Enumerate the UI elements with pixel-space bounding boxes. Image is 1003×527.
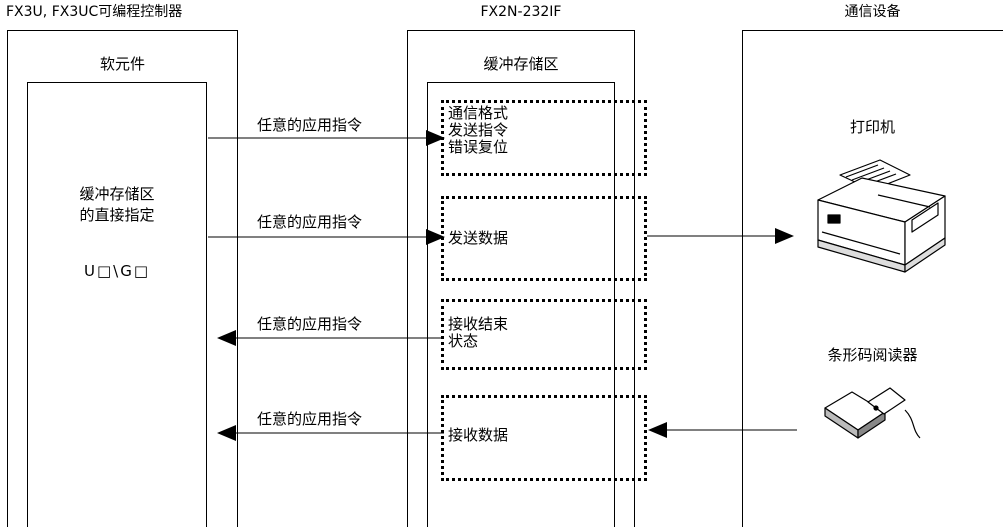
module-header: FX2N-232IF [480,4,562,20]
block-receive-data [441,395,647,481]
plc-title: 软元件 [99,55,145,73]
module-title: 缓冲存储区 [483,55,559,73]
block-control-line3: 错误复位 [448,138,509,156]
arrow-status-to-plc [217,330,444,346]
block-receive-status-line2: 状态 [448,332,479,350]
block-control-line2: 发送指令 [448,121,509,139]
direct-label-line2: 的直接指定 [79,206,155,224]
barcode-reader-label: 条形码阅读器 [827,346,918,364]
device-column [742,30,1003,527]
module-inner-box [427,82,615,527]
device-header: 通信设备 [844,4,901,20]
block-receive-status-line1: 接收结束 [448,315,509,333]
plc-column [7,30,238,527]
arrow-plc-to-control [208,130,445,146]
arrow-receive-data-to-plc [217,425,444,441]
block-receive-status [441,299,647,370]
arrow-plc-to-send-data [208,229,445,245]
printer-icon [817,159,946,273]
arrow-label-2: 任意的应用指令 [257,213,363,231]
direct-label-line1: 缓冲存储区 [79,185,155,203]
plc-header: FX3U, FX3UC可编程控制器 [6,4,183,20]
arrow-label-3: 任意的应用指令 [257,315,363,333]
arrow-send-to-printer [647,228,794,244]
plc-inner-box [27,82,207,527]
arrow-reader-to-receive [648,422,797,438]
block-control-line1: 通信格式 [448,104,509,122]
barcode-reader-icon [824,387,921,439]
block-send-data-line1: 发送数据 [448,229,509,247]
arrow-label-4: 任意的应用指令 [257,410,363,428]
arrow-label-1: 任意的应用指令 [257,116,363,134]
block-receive-data-line1: 接收数据 [448,426,509,444]
block-send-data [441,196,647,281]
buffer-address: U□\G□ [83,262,150,280]
printer-label: 打印机 [849,118,895,136]
